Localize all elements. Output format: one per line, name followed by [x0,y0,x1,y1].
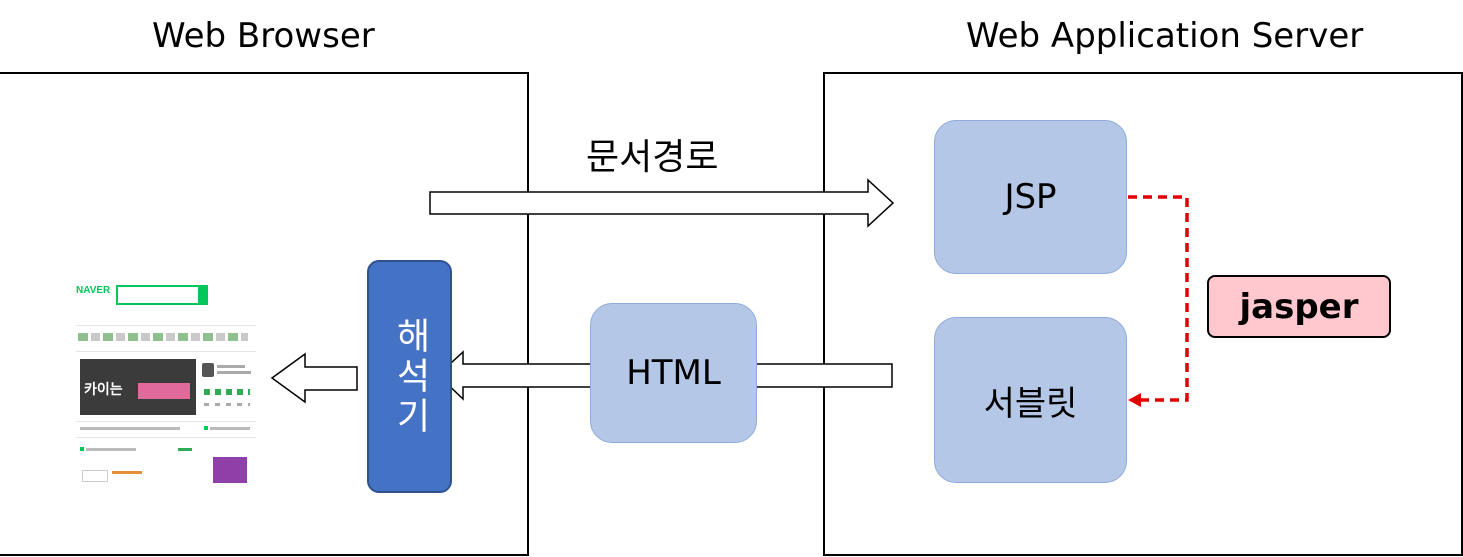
thumbnail-text-row [86,448,136,451]
thumbnail-text-row [80,427,180,430]
parser-box: 해석기 [367,260,452,493]
thumbnail-banner-text: 카이는 [84,381,123,397]
jasper-dashed-arrow [1128,195,1189,402]
thumbnail-bullet [204,426,208,430]
parser-label: 해석기 [389,316,431,437]
naver-logo: NAVER [76,285,111,296]
thumbnail-profile-line [217,365,245,368]
render-arrow [270,352,358,404]
thumbnail-text-row [112,471,142,474]
thumbnail-banner: 카이는 [80,359,196,415]
thumbnail-profile-line [217,371,251,374]
thumbnail-divider [76,325,256,326]
servlet-node: 서블릿 [934,317,1127,483]
thumbnail-text-row [210,427,250,430]
browser-page-thumbnail: NAVER 카이는 [68,275,256,487]
servlet-label: 서블릿 [983,383,1078,424]
jasper-label: jasper [1239,286,1359,327]
jasper-badge: jasper [1207,275,1391,338]
thumbnail-text-row [178,448,192,451]
thumbnail-profile-labels [204,403,250,406]
browser-title: Web Browser [152,16,375,56]
jsp-node: JSP [934,120,1127,274]
server-title: Web Application Server [966,16,1364,56]
thumbnail-menu [78,333,248,341]
request-arrow [429,178,895,228]
thumbnail-divider [76,351,256,352]
thumbnail-bullet [80,447,84,451]
jsp-label: JSP [1004,177,1057,217]
thumbnail-profile [202,363,252,411]
thumbnail-ad [213,457,247,483]
thumbnail-search-icon [198,285,208,305]
thumbnail-divider [76,421,256,422]
thumbnail-banner-highlight [138,383,190,399]
thumbnail-divider [76,437,256,438]
request-label: 문서경로 [586,137,719,178]
jasper-arrowhead [1128,393,1141,407]
thumbnail-avatar [202,363,214,377]
thumbnail-profile-icons [204,389,250,395]
thumbnail-card [82,470,108,482]
html-label: HTML [626,353,721,393]
html-node: HTML [590,303,757,443]
